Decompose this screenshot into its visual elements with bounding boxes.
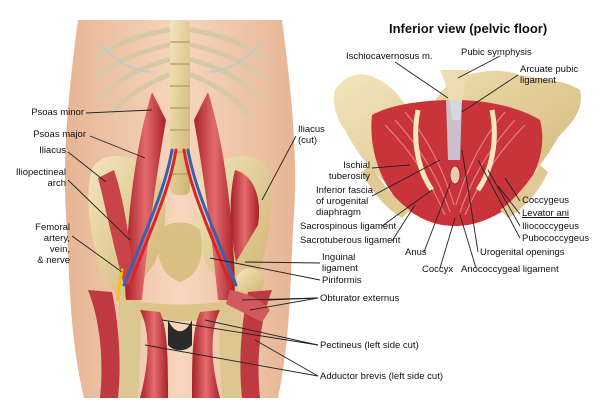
label-anococcygeal-ligament: Anococcygeal ligament [461, 264, 559, 275]
label-psoas-minor: Psoas minor [31, 107, 84, 118]
thigh-muscles [88, 290, 272, 398]
label-sacrotuberous-ligament: Sacrotuberous ligament [300, 235, 401, 246]
label-pubococcygeus: Pubococcygeus [522, 233, 590, 244]
vessels [116, 148, 238, 302]
label-ischiocavernosus: Ischiocavernosus m. [346, 51, 433, 62]
rib-cage [92, 27, 268, 118]
label-iliacus-cut: Iliacus (cut) [298, 124, 325, 146]
label-arcuate-pubic-ligament: Arcuate pubic ligament [520, 64, 579, 86]
label-psoas-major: Psoas major [33, 129, 86, 140]
label-pectineus: Pectineus (left side cut) [320, 340, 419, 351]
psoas-iliacus-muscles [98, 92, 260, 300]
rib-cage-highlight [99, 44, 261, 73]
leader-lines [67, 55, 521, 377]
label-levator-ani: Levator ani [522, 208, 570, 219]
label-coccygeus: Coccygeus [522, 195, 569, 206]
label-femoral-artery-vein-nerve: Femoral artery, vein, & nerve [35, 222, 70, 266]
label-inguinal-ligament: Inguinal ligament [322, 252, 358, 274]
label-iliopectineal-arch: Iliopectineal arch [15, 167, 66, 189]
label-piriformis: Piriformis [322, 275, 362, 286]
label-anus: Anus [405, 247, 427, 258]
pelvic-floor-inset [333, 70, 581, 226]
label-iliacus: Iliacus [39, 145, 66, 156]
label-sacrospinous-ligament: Sacrospinous ligament [300, 221, 397, 232]
label-coccyx: Coccyx [422, 264, 454, 275]
inset-title: Inferior view (pelvic floor) [389, 21, 548, 36]
label-pubic-symphysis: Pubic symphysis [461, 47, 532, 58]
label-inferior-fascia: Inferior fascia of urogenital diaphragm [316, 185, 374, 218]
label-ischial-tuberosity: Ischial tuberosity [328, 160, 370, 182]
label-adductor-brevis: Adductor brevis (left side cut) [320, 371, 444, 382]
label-obturator-externus: Obturator externus [320, 293, 400, 304]
label-iliococcygeus: Iliococcygeus [522, 221, 580, 232]
label-urogenital-openings: Urogenital openings [480, 247, 565, 258]
